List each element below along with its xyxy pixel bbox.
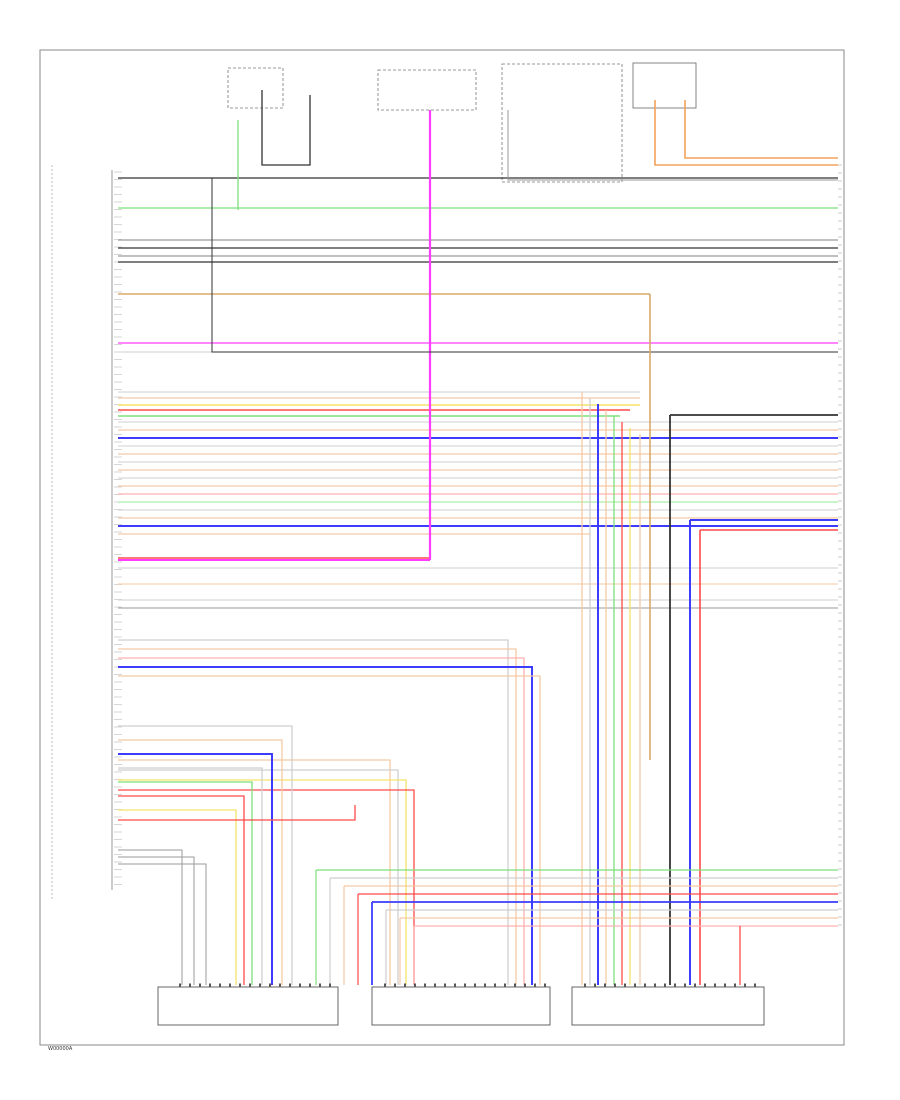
terminal-mark xyxy=(229,983,231,987)
wire-path-251 xyxy=(118,779,407,985)
wire-path-252 xyxy=(118,789,415,985)
terminal-mark xyxy=(624,983,626,987)
terminal-mark xyxy=(454,983,456,987)
terminal-mark xyxy=(299,983,301,987)
wire-path-253 xyxy=(118,639,509,985)
labels-group xyxy=(179,983,756,987)
terminal-mark xyxy=(319,983,321,987)
wire-path-266 xyxy=(118,856,195,985)
terminal-mark xyxy=(484,983,486,987)
terminal-mark xyxy=(664,983,666,987)
terminal-mark xyxy=(239,983,241,987)
wire-path-261 xyxy=(118,767,263,985)
wire-path-265 xyxy=(118,849,183,985)
terminal-mark xyxy=(269,983,271,987)
wire-path-264 xyxy=(118,725,293,985)
wire-path-257 xyxy=(118,675,541,985)
terminal-mark xyxy=(414,983,416,987)
wire-path-267 xyxy=(118,863,207,985)
wire-path-228 xyxy=(507,110,838,181)
wires-group xyxy=(114,90,842,985)
terminal-mark xyxy=(179,983,181,987)
terminal-mark xyxy=(424,983,426,987)
terminal-mark xyxy=(654,983,656,987)
terminal-mark xyxy=(734,983,736,987)
terminal-mark xyxy=(644,983,646,987)
diagram-frame xyxy=(39,49,845,1046)
footer-code: W00000A xyxy=(48,1046,73,1052)
terminal-mark xyxy=(329,983,331,987)
terminal-mark xyxy=(384,983,386,987)
top-center-component-box xyxy=(377,69,477,111)
front-left-sensor-box xyxy=(157,986,339,1026)
terminal-mark xyxy=(209,983,211,987)
terminal-mark xyxy=(289,983,291,987)
terminal-mark xyxy=(494,983,496,987)
wire-path-254 xyxy=(118,648,517,985)
terminal-mark xyxy=(219,983,221,987)
terminal-mark xyxy=(524,983,526,987)
terminal-mark xyxy=(434,983,436,987)
wire-path-259 xyxy=(118,795,245,985)
wire-path-249 xyxy=(118,759,391,985)
terminal-mark xyxy=(584,983,586,987)
terminal-mark xyxy=(714,983,716,987)
wire-path-263 xyxy=(118,739,283,985)
top-middle-component-box xyxy=(501,63,623,183)
terminal-mark xyxy=(249,983,251,987)
terminal-mark xyxy=(309,983,311,987)
wire-path-256 xyxy=(118,666,533,985)
terminal-mark xyxy=(259,983,261,987)
wire-path-255 xyxy=(118,657,525,985)
top-left-component-box xyxy=(227,67,284,109)
terminal-mark xyxy=(279,983,281,987)
terminal-mark xyxy=(394,983,396,987)
terminal-mark xyxy=(694,983,696,987)
wire-path-258 xyxy=(118,809,237,985)
wire-path-260 xyxy=(118,781,253,985)
terminal-mark xyxy=(614,983,616,987)
terminal-mark xyxy=(634,983,636,987)
terminal-mark xyxy=(594,983,596,987)
wire-path-232 xyxy=(261,90,311,166)
terminal-mark xyxy=(189,983,191,987)
terminal-mark xyxy=(474,983,476,987)
wire-path-262 xyxy=(118,753,273,985)
wire-path-250 xyxy=(118,769,399,985)
terminal-mark xyxy=(674,983,676,987)
terminal-mark xyxy=(684,983,686,987)
rear-sensor-box xyxy=(571,986,765,1026)
terminal-mark xyxy=(404,983,406,987)
terminal-mark xyxy=(514,983,516,987)
terminal-mark xyxy=(604,983,606,987)
wire-path-226 xyxy=(654,100,838,166)
terminal-mark xyxy=(544,983,546,987)
top-right-component-box xyxy=(632,62,697,109)
terminal-mark xyxy=(704,983,706,987)
wire-path-268 xyxy=(118,805,356,821)
wire-path-233 xyxy=(211,178,838,353)
terminal-mark xyxy=(504,983,506,987)
wire-path-227 xyxy=(684,100,838,159)
terminal-mark xyxy=(534,983,536,987)
terminal-mark xyxy=(744,983,746,987)
terminal-mark xyxy=(464,983,466,987)
front-right-sensor-box xyxy=(371,986,551,1026)
terminal-mark xyxy=(754,983,756,987)
terminal-mark xyxy=(199,983,201,987)
terminal-mark xyxy=(724,983,726,987)
terminal-mark xyxy=(444,983,446,987)
